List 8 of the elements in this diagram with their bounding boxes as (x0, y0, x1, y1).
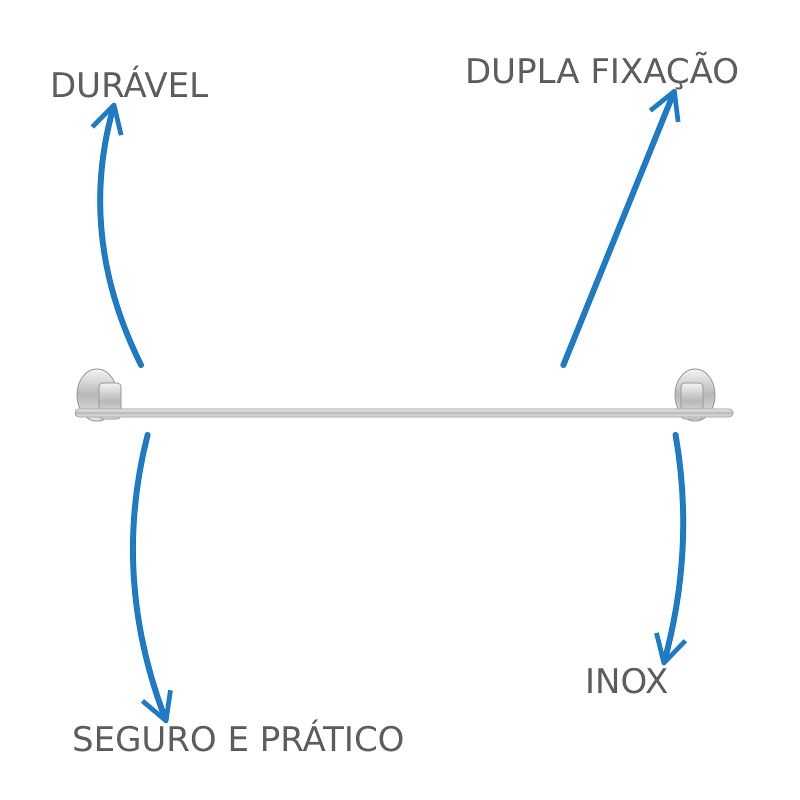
feature-label: DUPLA FIXAÇÃO (465, 52, 740, 92)
feature-label: INOX (585, 662, 668, 702)
curved-arrow (560, 88, 681, 368)
curved-arrow (654, 432, 688, 666)
curved-arrow (90, 102, 144, 368)
curved-arrow (130, 432, 174, 724)
feature-label: DURÁVEL (50, 66, 208, 106)
feature-label: SEGURO E PRÁTICO (72, 720, 404, 760)
